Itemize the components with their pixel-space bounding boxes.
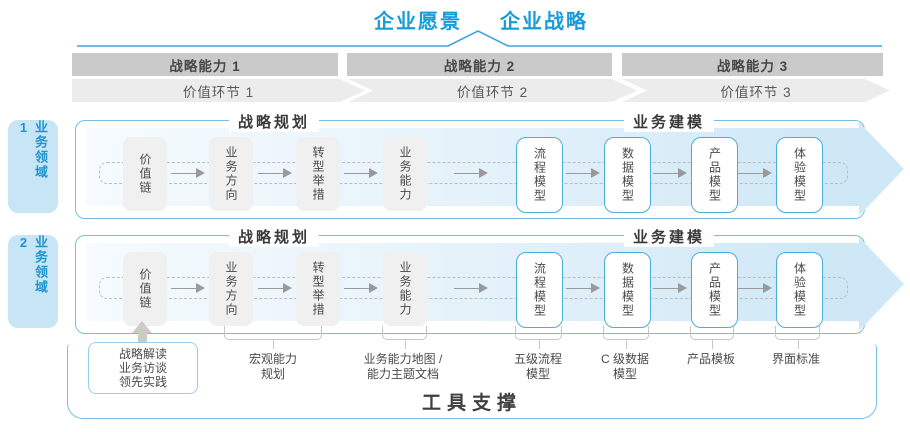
value-link-chevron-3: 价值环节 3 xyxy=(622,79,890,102)
flow-arrow-icon xyxy=(738,168,772,178)
flow-dashed-track xyxy=(99,162,848,184)
business-domain-panel-2: 战略规划 业务建模 价值链 业务方向 转型举措 业务能力 流程模型 数据模型 产… xyxy=(75,226,904,334)
flow-arrow-icon xyxy=(738,283,772,293)
flow-band-arrowhead-icon xyxy=(859,122,904,216)
capability-bar-2: 战略能力 2 xyxy=(347,53,612,76)
box-product-model: 产品模型 xyxy=(691,252,738,328)
box-transformation-initiatives: 转型举措 xyxy=(296,137,340,211)
brace-icon xyxy=(690,326,734,349)
note-macro-capability: 宏观能力 规划 xyxy=(248,352,298,381)
brace-icon xyxy=(224,326,322,349)
box-business-direction: 业务方向 xyxy=(209,252,253,326)
note-capability-map: 业务能力地图 / 能力主题文档 xyxy=(363,352,443,381)
box-business-capability: 业务能力 xyxy=(383,252,427,326)
box-process-model: 流程模型 xyxy=(516,252,563,328)
flow-arrow-icon xyxy=(171,283,205,293)
capability-label: 战略能力 2 xyxy=(443,58,516,74)
value-link-label: 价值环节 1 xyxy=(182,84,255,100)
flow-arrow-icon xyxy=(566,283,600,293)
strategy-label: 企业战略 xyxy=(500,11,588,33)
box-product-model: 产品模型 xyxy=(691,137,738,213)
domain-tab-1: 业务领域 1 xyxy=(8,120,58,213)
brace-icon xyxy=(515,326,562,349)
planning-title: 战略规划 xyxy=(228,226,320,247)
tool-support-container: 工具支撑 xyxy=(67,344,877,419)
flow-band-arrowhead-icon xyxy=(859,237,904,331)
box-experience-model: 体验模型 xyxy=(776,137,823,213)
flow-arrow-icon xyxy=(454,283,488,293)
capability-label: 战略能力 3 xyxy=(716,58,789,74)
box-business-direction: 业务方向 xyxy=(209,137,253,211)
value-link-chevron-2: 价值环节 2 xyxy=(348,79,637,102)
box-process-model: 流程模型 xyxy=(516,137,563,213)
modeling-title: 业务建模 xyxy=(623,111,715,132)
value-link-chevron-1: 价值环节 1 xyxy=(72,79,365,102)
flow-arrow-icon xyxy=(344,283,378,293)
note-process-model: 五级流程 模型 xyxy=(513,352,563,381)
modeling-title: 业务建模 xyxy=(623,226,715,247)
practice-note-box: 战略解读 业务访谈 领先实践 xyxy=(88,342,198,394)
vision-label: 企业愿景 xyxy=(374,11,462,33)
value-link-label: 价值环节 2 xyxy=(456,84,529,100)
brace-icon xyxy=(775,326,820,349)
note-product-template: 产品模板 xyxy=(686,352,736,366)
practice-line: 战略解读 xyxy=(118,347,167,361)
note-data-model: C 级数据 模型 xyxy=(600,352,650,381)
flow-arrow-icon xyxy=(258,168,292,178)
practice-line: 领先实践 xyxy=(118,375,167,389)
note-ui-standard: 界面标准 xyxy=(771,352,821,366)
box-data-model: 数据模型 xyxy=(604,252,651,328)
business-domain-panel-1: 战略规划 业务建模 价值链 业务方向 转型举措 业务能力 流程模型 数据模型 产… xyxy=(75,111,904,219)
flow-arrow-icon xyxy=(653,283,687,293)
up-arrow-icon xyxy=(132,321,152,333)
flow-arrow-icon xyxy=(454,168,488,178)
planning-title: 战略规划 xyxy=(228,111,320,132)
practice-line: 业务访谈 xyxy=(118,361,167,375)
value-link-label: 价值环节 3 xyxy=(720,84,792,100)
flow-arrow-icon xyxy=(653,168,687,178)
box-business-capability: 业务能力 xyxy=(383,137,427,211)
box-experience-model: 体验模型 xyxy=(776,252,823,328)
brace-icon xyxy=(603,326,649,349)
capability-label: 战略能力 1 xyxy=(169,58,241,74)
box-value-chain: 价值链 xyxy=(123,252,167,326)
top-title-row: 企业愿景 企业战略 xyxy=(374,5,588,34)
flow-arrow-icon xyxy=(171,168,205,178)
brace-icon xyxy=(382,326,427,349)
flow-arrow-icon xyxy=(344,168,378,178)
vision-caret-line-icon xyxy=(77,30,882,47)
capability-bar-3: 战略能力 3 xyxy=(622,53,883,76)
domain-tab-2: 业务领域 2 xyxy=(8,235,58,328)
domain-label: 业务领域 2 xyxy=(16,235,48,295)
flow-arrow-icon xyxy=(258,283,292,293)
box-transformation-initiatives: 转型举措 xyxy=(296,252,340,326)
box-value-chain: 价值链 xyxy=(123,137,167,211)
tool-support-label: 工具支撑 xyxy=(421,393,522,414)
domain-label: 业务领域 1 xyxy=(16,120,48,180)
capability-bar-1: 战略能力 1 xyxy=(72,53,338,76)
box-data-model: 数据模型 xyxy=(604,137,651,213)
up-arrow-icon xyxy=(138,333,147,343)
flow-arrow-icon xyxy=(566,168,600,178)
flow-dashed-track xyxy=(99,277,848,299)
